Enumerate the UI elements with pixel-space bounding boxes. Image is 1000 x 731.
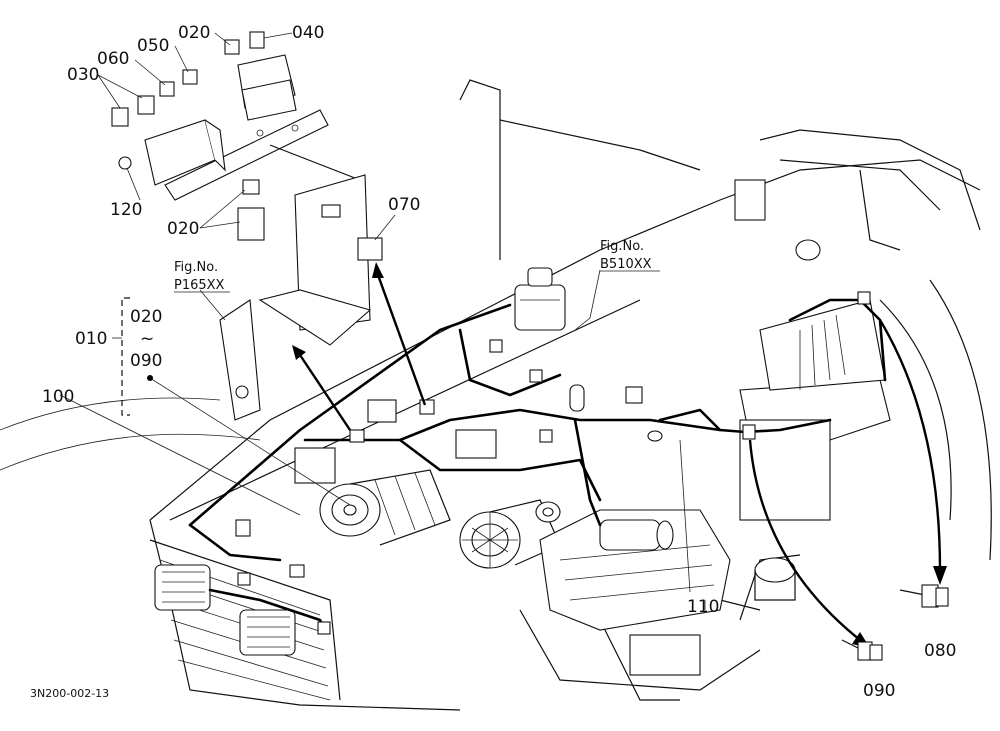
harness-clip	[235, 519, 251, 537]
starter-motor	[599, 519, 661, 551]
label-010: 010	[75, 329, 107, 349]
flasher-relay	[357, 237, 383, 261]
label-020-top: 020	[178, 23, 210, 43]
lever-base	[734, 179, 766, 221]
label-group-090: 090	[130, 351, 162, 371]
relay-module	[294, 447, 336, 484]
mounting-bracket	[164, 109, 329, 201]
connector-080	[899, 584, 949, 608]
fig-ref-2-line1: Fig.No.	[600, 239, 644, 254]
label-030: 030	[67, 65, 99, 85]
battery-box	[629, 634, 701, 676]
instrument-panel	[734, 179, 891, 521]
connector-090	[841, 639, 883, 661]
label-100: 100	[42, 387, 74, 407]
harness-connector	[317, 621, 331, 635]
group-marker-dot	[147, 375, 153, 381]
label-060: 060	[97, 49, 129, 69]
relay-030-a	[111, 107, 129, 127]
relay-040	[249, 31, 265, 49]
fig-ref-1-line2: P165XX	[174, 278, 225, 293]
relay-050	[182, 69, 198, 85]
harness-connector	[237, 572, 251, 586]
label-group-tilde: ~	[140, 329, 154, 349]
steering-column-cap	[795, 239, 821, 261]
sensor-connector	[625, 386, 643, 404]
relay-020-mid-b	[237, 207, 265, 241]
fuse-relay-group	[111, 31, 383, 421]
label-120: 120	[110, 200, 142, 220]
alternator	[459, 499, 561, 569]
bracket-plate	[294, 174, 371, 331]
label-110: 110	[687, 597, 719, 617]
harness-connector	[419, 399, 435, 415]
support-arm	[219, 299, 261, 421]
label-080: 080	[924, 641, 956, 661]
engine-block	[539, 509, 731, 631]
label-050: 050	[137, 36, 169, 56]
left-headlight	[154, 564, 211, 611]
label-090: 090	[863, 681, 895, 701]
harness-connector	[857, 291, 871, 305]
relay-060	[159, 81, 175, 97]
right-headlight	[239, 609, 296, 656]
bolt-120	[118, 156, 132, 170]
arrow-head	[372, 262, 384, 278]
relay-020-top	[224, 39, 240, 55]
arrow-head	[292, 345, 306, 360]
arrow-head	[933, 566, 947, 585]
relay-030-b	[137, 95, 155, 115]
reservoir-tank	[514, 267, 566, 331]
engine-components	[294, 179, 891, 631]
pressure-switch	[569, 384, 585, 412]
harness-connector	[289, 564, 305, 578]
label-070: 070	[388, 195, 420, 215]
harness-connector	[349, 429, 365, 443]
fuse-block	[455, 429, 497, 459]
horn-relay	[367, 399, 397, 423]
label-group-020: 020	[130, 307, 162, 327]
relay-020-mid-a	[242, 179, 260, 195]
harness-connector	[529, 369, 543, 383]
harness-connector	[742, 424, 756, 440]
ac-compressor	[319, 469, 451, 546]
figure-code: 3N200-002-13	[30, 687, 109, 700]
fig-ref-1-line1: Fig.No.	[174, 260, 218, 275]
fig-ref-2-line2: B510XX	[600, 257, 652, 272]
part-labels: 020 040 050 060 030 120 020 070 Fig.No. …	[30, 23, 956, 701]
tractor-body-outline	[0, 79, 992, 711]
leader-lines	[59, 32, 706, 610]
harness-connector	[489, 339, 503, 353]
harness-connector	[539, 429, 553, 443]
label-040: 040	[292, 23, 324, 43]
grommet	[647, 430, 663, 442]
label-020-mid: 020	[167, 219, 199, 239]
